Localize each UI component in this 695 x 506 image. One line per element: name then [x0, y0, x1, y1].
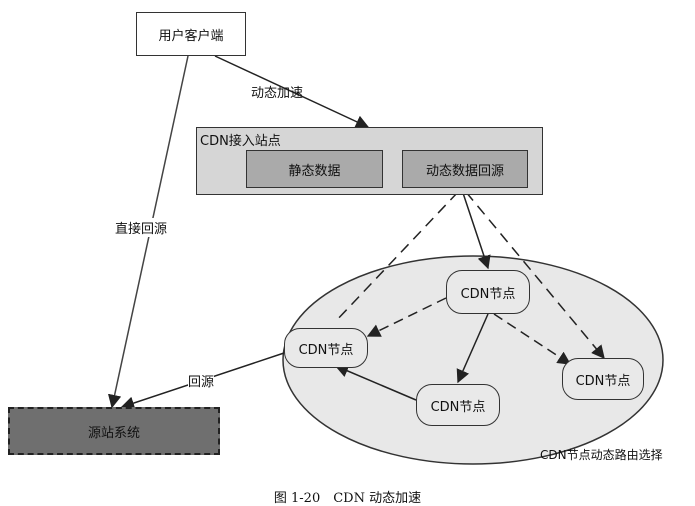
arrow-bottom-to-left [334, 364, 417, 401]
cdn-node-bottom: CDN节点 [416, 384, 500, 426]
cdn-node-top-label: CDN节点 [460, 286, 516, 302]
dashed-top-to-left [366, 297, 447, 337]
dynamic-accel-label: 动态加速 [251, 86, 304, 101]
client-box: 用户客户端 [136, 12, 246, 56]
access-site-title: CDN接入站点 [200, 134, 281, 149]
origin-system-box: 源站系统 [8, 407, 220, 455]
cdn-node-right: CDN节点 [562, 358, 644, 400]
cdn-node-right-label: CDN节点 [575, 373, 631, 389]
direct-origin-label: 直接回源 [115, 218, 168, 237]
client-label: 用户客户端 [158, 28, 224, 44]
dashed-dynamic-to-node-left [334, 191, 459, 323]
static-data-box: 静态数据 [246, 150, 383, 188]
back-origin-label: 回源 [188, 371, 215, 390]
access-site-box: CDN接入站点 静态数据 动态数据回源 [196, 127, 543, 195]
cdn-node-left-label: CDN节点 [298, 342, 354, 358]
origin-system-label: 源站系统 [87, 425, 140, 441]
arrow-client-to-access [214, 55, 370, 129]
routing-region [282, 255, 664, 465]
figure-caption: 图 1-20 CDN 动态加速 [273, 491, 422, 506]
arrow-dynamic-to-node-top [461, 189, 491, 270]
dynamic-origin-box: 动态数据回源 [402, 150, 528, 188]
routing-label: CDN节点动态路由选择 [540, 448, 663, 462]
static-data-label: 静态数据 [288, 163, 341, 179]
cdn-node-top: CDN节点 [446, 270, 530, 314]
cdn-node-left: CDN节点 [284, 328, 368, 368]
dynamic-origin-label: 动态数据回源 [425, 163, 504, 179]
arrow-top-to-bottom [456, 313, 489, 384]
cdn-node-bottom-label: CDN节点 [430, 399, 486, 415]
